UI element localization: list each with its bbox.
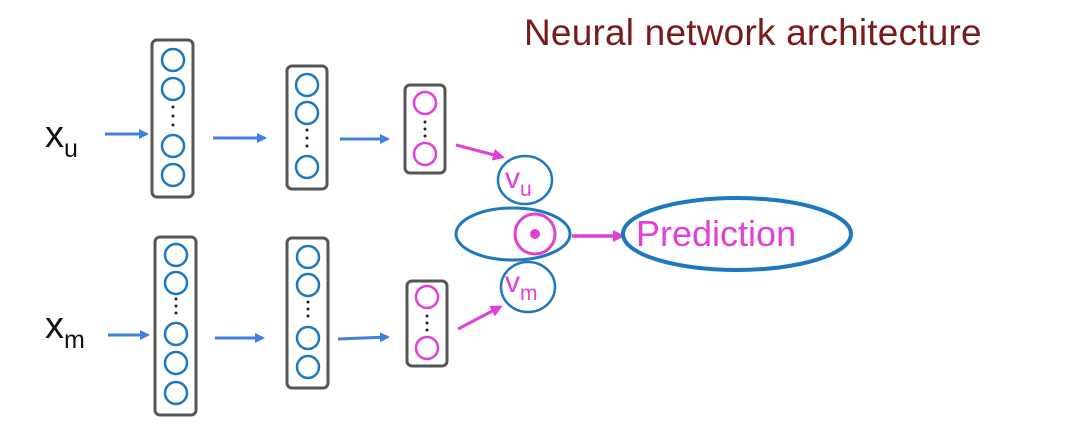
arrow-to-vm — [457, 305, 503, 331]
arrow-movie-l2-to-l3 — [337, 332, 390, 343]
prediction-label: Prediction — [636, 213, 796, 254]
user-output-layer — [403, 83, 447, 175]
input-xm-label: xm — [45, 305, 85, 354]
dot-product-center — [530, 229, 540, 239]
diagram-title: Neural network architecture — [524, 12, 982, 53]
dot-product-outline — [454, 206, 572, 262]
arrow-to-vu — [455, 143, 505, 161]
user-layer-1 — [150, 38, 195, 199]
movie-layer-2 — [285, 236, 330, 390]
vm-outline — [499, 260, 557, 314]
user-layer-2 — [285, 64, 329, 191]
vu-label: vu — [505, 162, 532, 201]
prediction-outline — [621, 196, 853, 272]
movie-output-layer — [405, 279, 449, 368]
vu-outline — [496, 154, 554, 206]
dot-product-operator — [513, 212, 557, 256]
vm-label: vm — [505, 266, 538, 305]
movie-layer-1 — [153, 235, 198, 417]
input-xu-label: xu — [45, 114, 78, 163]
